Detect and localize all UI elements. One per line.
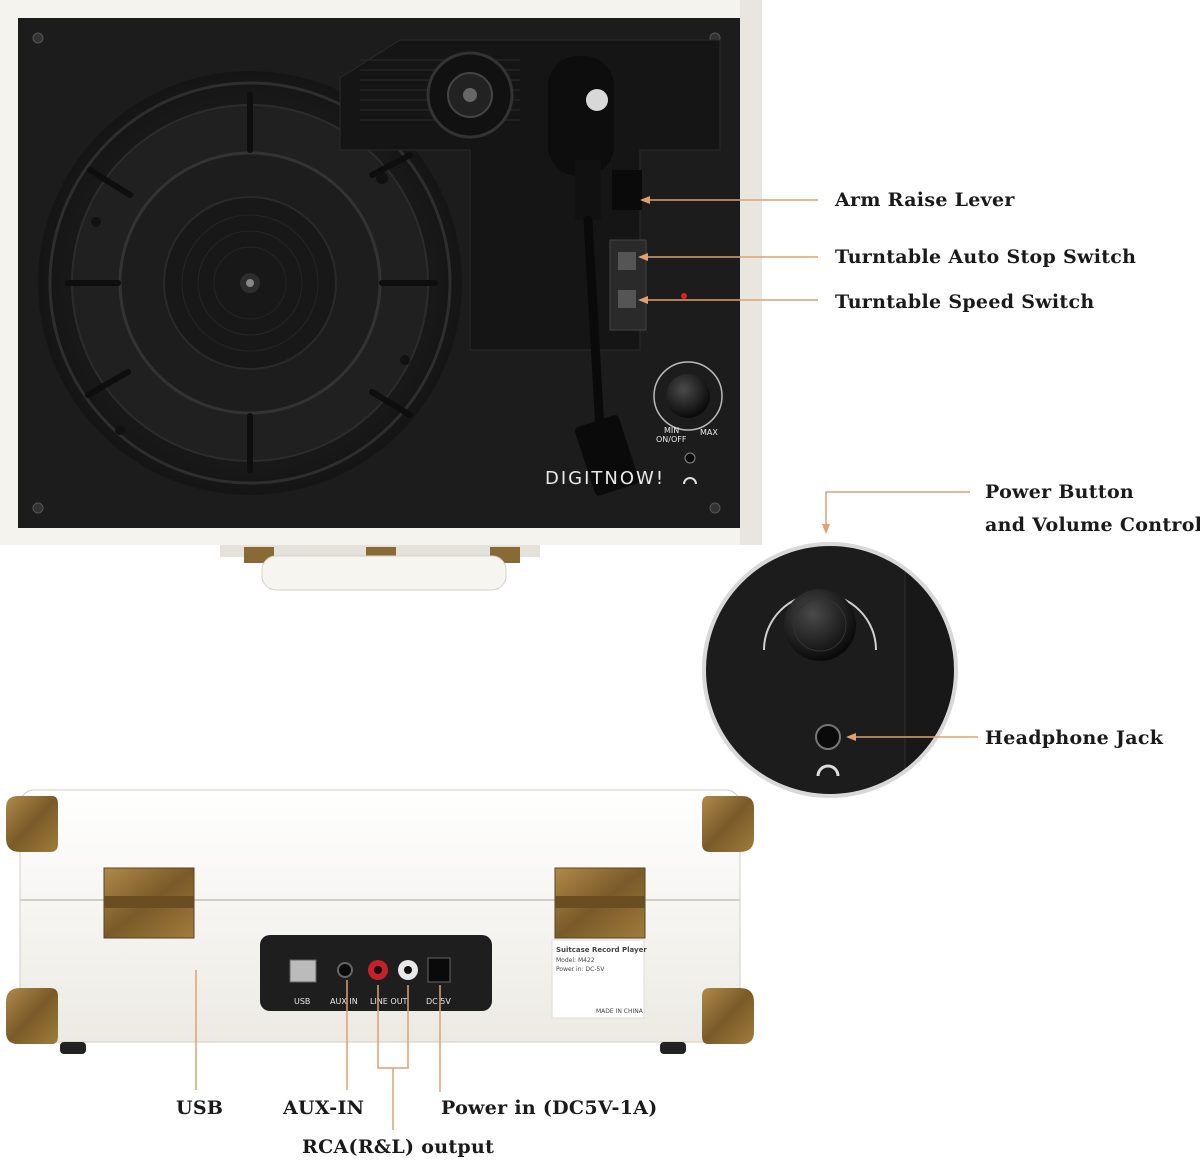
svg-text:MADE IN CHINA: MADE IN CHINA xyxy=(596,1008,644,1015)
label-headphone-jack: Headphone Jack xyxy=(985,727,1164,749)
headphone-icon xyxy=(683,477,697,485)
auto-stop-switch xyxy=(618,252,636,270)
volume-knob xyxy=(666,374,710,418)
svg-text:LINE OUT: LINE OUT xyxy=(370,997,408,1006)
headphone-port xyxy=(684,452,696,464)
label-volume-control: and Volume Control xyxy=(985,514,1200,536)
label-aux-in: AUX-IN xyxy=(283,1097,365,1119)
aux-port xyxy=(337,962,353,978)
svg-text:USB: USB xyxy=(294,997,310,1006)
zoom-detail: V! xyxy=(702,542,958,798)
tonearm xyxy=(548,56,639,496)
callout-arrowheads xyxy=(638,196,856,741)
usb-port xyxy=(289,959,317,983)
top-view-turntable: MIN ON/OFF MAX DIGITNOW! xyxy=(0,0,762,591)
label-auto-stop-switch: Turntable Auto Stop Switch xyxy=(835,246,1137,268)
carry-handle xyxy=(261,555,507,591)
svg-text:V!: V! xyxy=(712,759,736,784)
back-view-case: USB AUX IN LINE OUT DC 5V Suitcase Recor… xyxy=(6,789,754,1054)
arm-raise-lever xyxy=(612,170,642,210)
label-rca-output: RCA(R&L) output xyxy=(302,1136,495,1158)
label-speed-switch: Turntable Speed Switch xyxy=(835,291,1095,313)
knob-min-label: MIN xyxy=(664,426,679,435)
label-power-button: Power Button xyxy=(985,481,1135,503)
knob-max-label: MAX xyxy=(700,428,718,437)
svg-text:DC 5V: DC 5V xyxy=(426,997,451,1006)
speed-switch xyxy=(618,290,636,308)
label-usb: USB xyxy=(176,1097,224,1119)
platter xyxy=(38,71,462,495)
brand-logo: DIGITNOW! xyxy=(545,468,665,489)
dc-port xyxy=(427,957,451,983)
svg-text:Model: M422: Model: M422 xyxy=(556,957,595,964)
callout-lines xyxy=(195,199,978,1130)
svg-text:AUX IN: AUX IN xyxy=(330,997,358,1006)
label-power-in: Power in (DC5V-1A) xyxy=(441,1097,658,1119)
svg-text:Suitcase Record Player: Suitcase Record Player xyxy=(556,946,647,954)
knob-onoff-label: ON/OFF xyxy=(656,435,687,444)
svg-text:Power in: DC-5V: Power in: DC-5V xyxy=(556,966,605,973)
spec-sticker xyxy=(551,939,645,1019)
label-arm-raise-lever: Arm Raise Lever xyxy=(835,189,1015,211)
